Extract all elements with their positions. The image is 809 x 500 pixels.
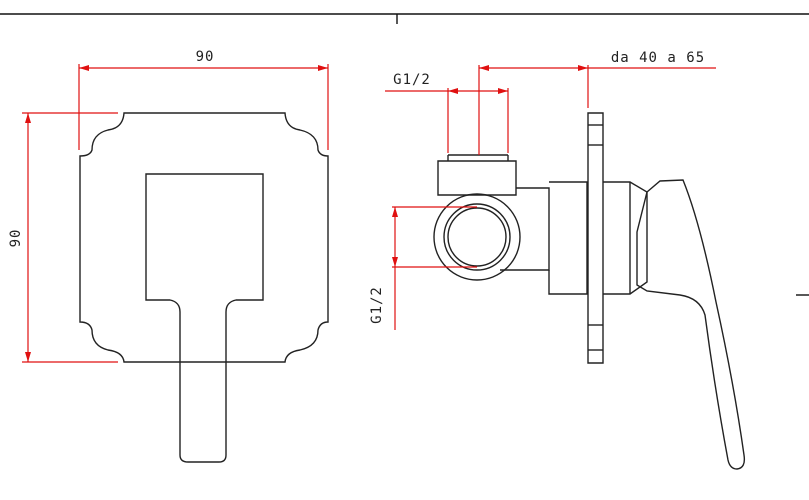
handle-front-outline: [145, 173, 264, 463]
wall-plate-side-outline: [587, 112, 604, 364]
height-dimension: 90: [8, 112, 118, 363]
height-dimension-label: 90: [8, 229, 24, 248]
inlet-outer-circle: [433, 193, 521, 281]
valve-body-rear: [548, 181, 588, 295]
inlet-width-dimension: G1/2: [385, 72, 509, 153]
cartridge-housing-outline: [603, 181, 648, 295]
width-dimension-label: 90: [196, 49, 215, 65]
width-dimension: 90: [78, 49, 329, 150]
side-view: G1/2 da 40 a 65 G1/2: [369, 50, 746, 470]
cover-plate-outline: [79, 112, 329, 363]
inlet-mid-circle: [443, 203, 511, 271]
depth-range-dimension: da 40 a 65: [478, 50, 716, 155]
valve-body-outline: [500, 187, 550, 271]
depth-range-label: da 40 a 65: [611, 50, 705, 66]
handle-side-outline: [636, 179, 746, 470]
inlet-height-label: G1/2: [369, 286, 385, 324]
drawing-frame: [0, 13, 809, 296]
inlet-width-label: G1/2: [393, 72, 431, 88]
inlet-inner-circle: [447, 207, 507, 267]
inlet-height-dimension: G1/2: [369, 206, 477, 330]
front-view: 90 90: [8, 49, 329, 463]
inlet-connector-outline: [437, 160, 517, 196]
